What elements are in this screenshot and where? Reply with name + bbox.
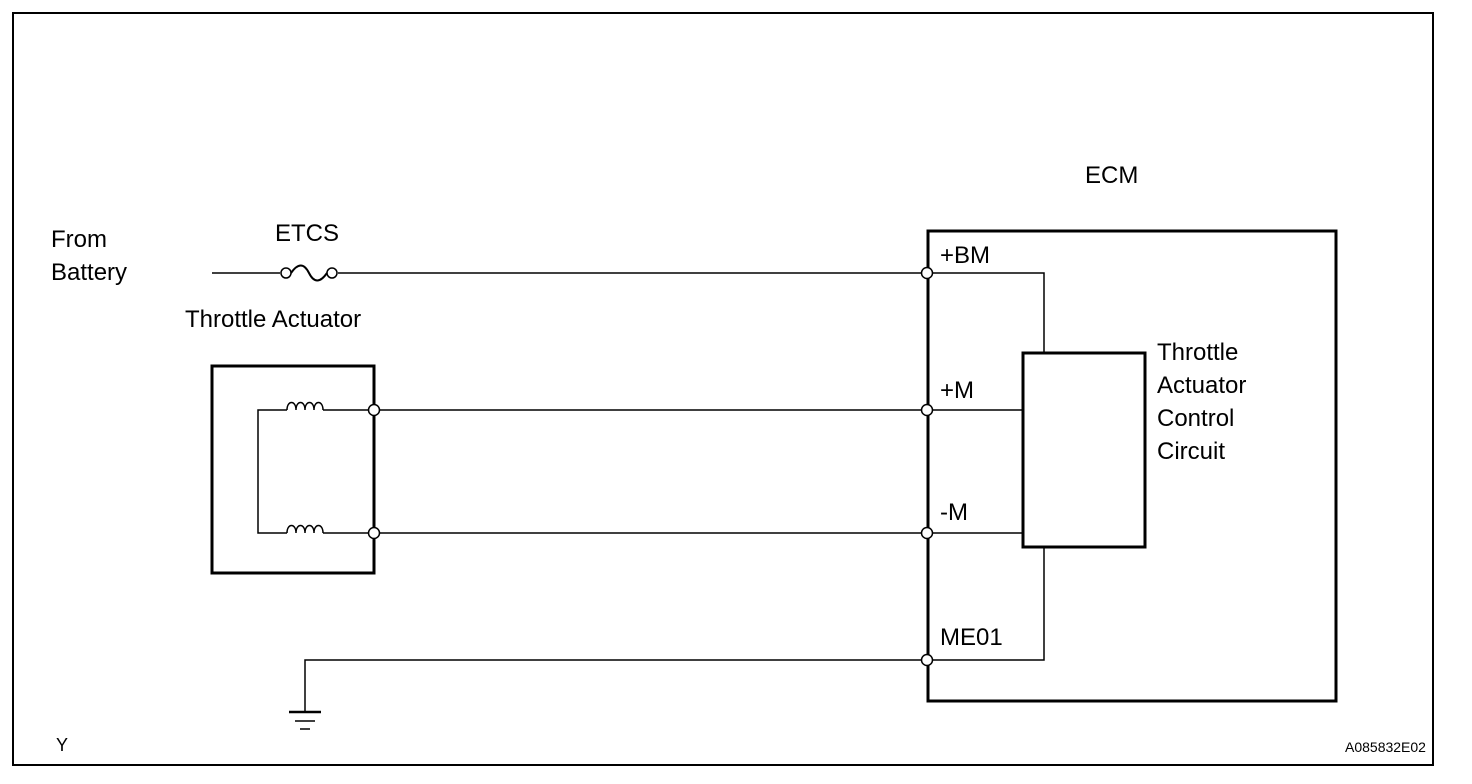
pin-label-m-minus: -M [940, 499, 968, 526]
fuse-icon [280, 264, 338, 282]
control-circuit-line-4: Circuit [1157, 438, 1226, 465]
ground-icon [289, 710, 321, 730]
control-circuit-box [1021, 351, 1147, 549]
pin-label-bm: +BM [940, 242, 991, 269]
terminal-actuator-upper [367, 403, 381, 417]
coil-icon-upper [286, 401, 324, 411]
terminal-m-minus [920, 526, 934, 540]
bm-internal-wire [933, 272, 1045, 353]
battery-label: Battery [51, 259, 128, 286]
from-label: From [51, 226, 107, 253]
pin-label-me01: ME01 [940, 624, 1003, 651]
motor-internal-wiring [257, 409, 368, 534]
ecm-box [926, 229, 1338, 703]
pin-label-m-plus: +M [940, 377, 975, 404]
ecm-label: ECM [1085, 162, 1139, 189]
terminal-actuator-lower [367, 526, 381, 540]
me01-ground-wire [304, 659, 922, 712]
terminal-me01 [920, 653, 934, 667]
coil-icon-lower [286, 524, 324, 534]
diagram-frame [12, 12, 1434, 766]
terminal-bm [920, 266, 934, 280]
fuse-label: ETCS [275, 220, 340, 247]
throttle-actuator-box [210, 364, 376, 575]
control-circuit-line-2: Actuator [1157, 372, 1247, 399]
terminal-m-plus [920, 403, 934, 417]
terminals [367, 266, 934, 667]
control-circuit-label: Throttle Actuator Control Circuit [1157, 336, 1246, 468]
from-battery-label: From Battery [51, 223, 127, 289]
footer-code-label: Y [56, 735, 69, 755]
figure-id-label: A085832E02 [1345, 739, 1426, 755]
control-circuit-line-3: Control [1157, 405, 1235, 432]
throttle-actuator-label: Throttle Actuator [185, 306, 362, 333]
control-circuit-line-1: Throttle [1157, 339, 1239, 366]
me01-internal-wire [933, 547, 1045, 661]
